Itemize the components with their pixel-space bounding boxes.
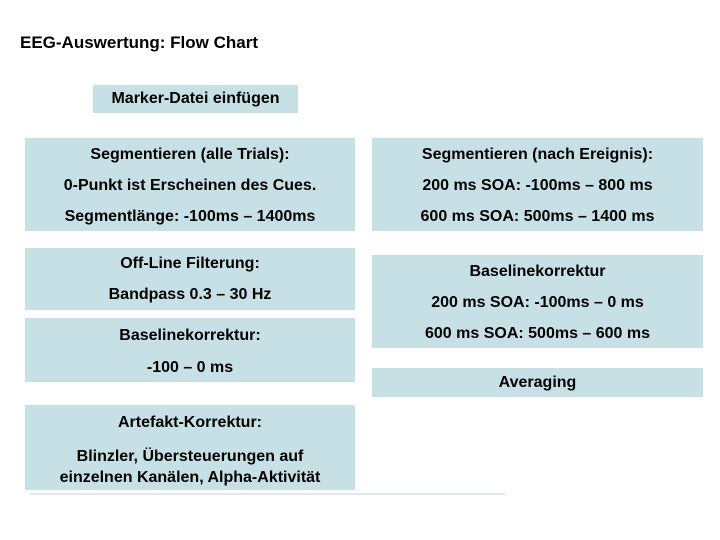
box-line: 600 ms SOA: 500ms – 1400 ms: [420, 208, 655, 225]
flowchart-box-segmentieren-alle-trials: Segmentieren (alle Trials): 0-Punkt ist …: [25, 138, 355, 231]
box-line: Blinzler, Übersteuerungen auf: [76, 448, 304, 465]
box-line: Averaging: [498, 374, 577, 391]
box-line: 0-Punkt ist Erscheinen des Cues.: [63, 177, 317, 194]
flowchart-box-artefakt-korrektur: Artefakt-Korrektur: Blinzler, Übersteuer…: [25, 405, 355, 490]
box-line: Segmentlänge: -100ms – 1400ms: [64, 208, 316, 225]
box-line: einzelnen Kanälen, Alpha-Aktivität: [59, 469, 321, 486]
box-line: Segmentieren (alle Trials):: [90, 146, 290, 163]
box-line: -100 – 0 ms: [146, 359, 234, 376]
box-line: Baselinekorrektur: [469, 263, 606, 280]
box-line: Off-Line Filterung:: [120, 255, 260, 272]
box-line: 200 ms SOA: -100ms – 0 ms: [431, 294, 644, 311]
box-line: Baselinekorrektur:: [119, 327, 261, 344]
flowchart-box-baselinekorrektur-rechts: Baselinekorrektur 200 ms SOA: -100ms – 0…: [372, 255, 703, 348]
flowchart-box-baselinekorrektur-links: Baselinekorrektur: -100 – 0 ms: [25, 318, 355, 382]
flowchart-box-marker-datei: Marker-Datei einfügen: [93, 85, 298, 113]
flowchart-box-offline-filterung: Off-Line Filterung: Bandpass 0.3 – 30 Hz: [25, 248, 355, 310]
box-line: Segmentieren (nach Ereignis):: [421, 146, 654, 163]
flowchart-box-averaging: Averaging: [372, 368, 703, 397]
box-line: 200 ms SOA: -100ms – 800 ms: [422, 177, 653, 194]
flowchart-box-segmentieren-nach-ereignis: Segmentieren (nach Ereignis): 200 ms SOA…: [372, 138, 703, 231]
box-line: Bandpass 0.3 – 30 Hz: [108, 286, 272, 303]
box-line: 600 ms SOA: 500ms – 600 ms: [424, 325, 651, 342]
faint-divider-line: [30, 493, 505, 495]
box-line: Artefakt-Korrektur:: [117, 414, 263, 431]
box-line: Marker-Datei einfügen: [111, 90, 280, 107]
slide-title: EEG-Auswertung: Flow Chart: [20, 33, 258, 52]
